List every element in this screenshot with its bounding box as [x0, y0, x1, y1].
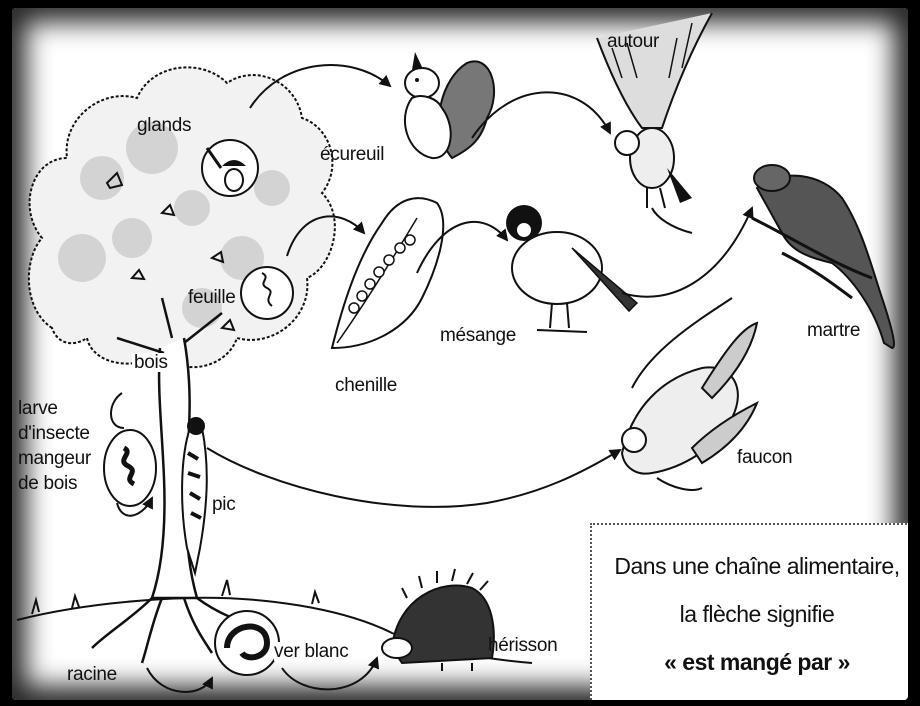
food-chain-diagram: glands écureuil autour feuille chenille … [12, 8, 908, 700]
label-pic: pic [212, 495, 235, 514]
label-martre: martre [807, 321, 860, 340]
label-feuille: feuille [188, 288, 236, 307]
label-chenille: chenille [335, 376, 397, 395]
leaf-inset [241, 267, 293, 319]
label-larve: larve d'insecte mangeur de bois [18, 396, 118, 496]
legend-box: Dans une chaîne alimentaire, la flèche s… [590, 523, 908, 700]
label-autour: autour [607, 32, 659, 51]
acorn-inset [202, 140, 258, 196]
label-faucon: faucon [737, 448, 792, 467]
label-mesange: mésange [440, 326, 516, 345]
label-bois: bois [132, 353, 170, 372]
great-tit-illustration [506, 205, 637, 332]
legend-line-3: « est mangé par » [592, 649, 908, 676]
label-glands: glands [137, 116, 191, 135]
label-racine: racine [67, 665, 117, 684]
squirrel-illustration [405, 52, 494, 158]
legend-line-1: Dans une chaîne alimentaire, [592, 553, 908, 580]
label-herisson: hérisson [488, 636, 557, 655]
label-ver-blanc: ver blanc [274, 642, 348, 661]
white-grub-inset [215, 611, 279, 675]
legend-line-2: la flèche signifie [592, 601, 908, 628]
hedgehog-illustration [382, 569, 494, 671]
label-ecureuil: écureuil [320, 145, 384, 164]
